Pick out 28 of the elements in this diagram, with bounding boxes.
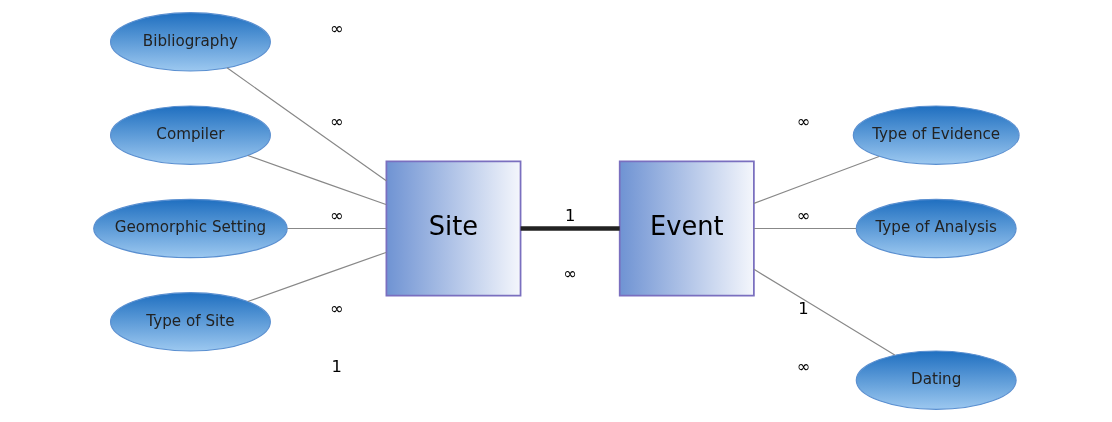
connector xyxy=(246,154,387,206)
node-ellipse: Geomorphic Setting xyxy=(92,198,288,259)
node-ellipse: Type of Evidence xyxy=(852,105,1020,165)
node-ellipse: Type of Analysis xyxy=(855,198,1017,259)
connector xyxy=(286,227,387,230)
node-ellipse: Type of Site xyxy=(109,292,271,352)
label: 1 xyxy=(331,357,342,377)
connector xyxy=(225,67,387,182)
label: ∞ xyxy=(796,112,810,132)
node-box: Event xyxy=(618,160,755,297)
label: ∞ xyxy=(329,112,344,132)
connector xyxy=(520,226,620,231)
label: ∞ xyxy=(562,263,577,283)
node-box: Site xyxy=(385,160,521,297)
connector xyxy=(752,268,895,356)
node-ellipse: Dating xyxy=(855,350,1017,410)
label: 1 xyxy=(797,298,809,318)
label: ∞ xyxy=(329,18,344,38)
connector xyxy=(752,227,857,230)
label: 1 xyxy=(564,205,575,225)
label: ∞ xyxy=(329,205,344,225)
node-ellipse: Compiler xyxy=(109,105,271,165)
connector xyxy=(752,155,880,204)
connector xyxy=(246,251,387,303)
label: ∞ xyxy=(329,298,344,318)
node-ellipse: Bibliography xyxy=(109,12,271,72)
label: ∞ xyxy=(796,205,810,225)
label: ∞ xyxy=(796,357,810,377)
